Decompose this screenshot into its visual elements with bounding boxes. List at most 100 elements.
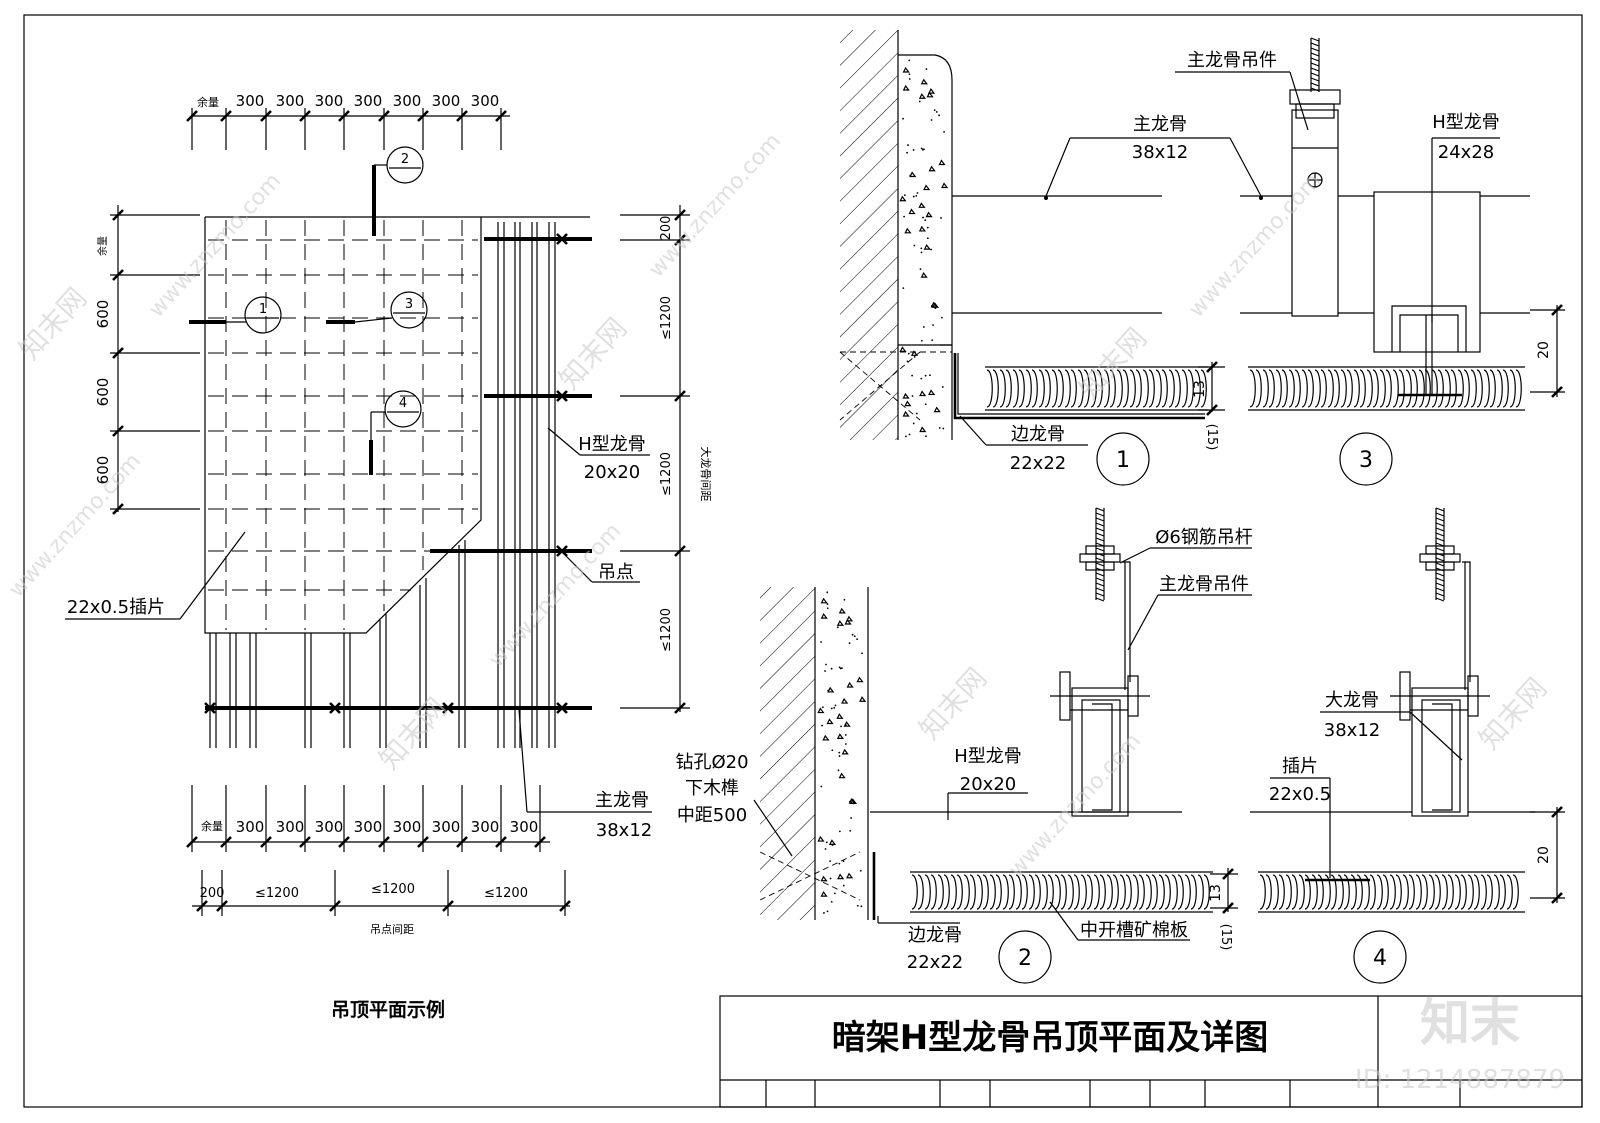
plan-left-dim-1: 600: [94, 300, 112, 329]
plan-insert-piece: 22x0.5插片: [67, 597, 165, 618]
detail-2-number: 2: [1018, 946, 1032, 971]
plan-right-dim-0: 200: [659, 216, 674, 241]
detail-2-dim-15: (15): [1218, 924, 1233, 951]
watermark-site-cn-6: 知末网: [1473, 671, 1554, 756]
plan-left-dim-3: 600: [94, 456, 112, 485]
plan-bottom-dim-0: 余量: [201, 819, 223, 833]
watermark-logo: 知末: [1420, 994, 1520, 1052]
plan-tile-field: [204, 216, 590, 634]
detail-3: 主龙骨吊件 H型龙骨 24x28 20 3: [1175, 37, 1565, 486]
plan-top-dim-5: 300: [393, 92, 422, 110]
detail-2-drill-2: 下木榫: [685, 778, 739, 799]
detail-1-edge-keel-size: 22x22: [1010, 453, 1066, 474]
detail-3-board: [1248, 366, 1525, 411]
detail-2-threaded-rod: [1079, 507, 1121, 602]
plan-bottom-dim-8: 300: [510, 818, 539, 836]
plan-bottom-dim-3: 300: [315, 818, 344, 836]
watermark-site-1: www.znzmo.com: [144, 169, 286, 323]
plan-bottom-caption: 吊点间距: [370, 923, 414, 936]
detail-4: 大龙骨 38x12 插片 22x0.5 20 4: [1250, 507, 1565, 984]
plan-h-keel-size: 20x20: [584, 462, 640, 483]
detail-4-number: 4: [1373, 946, 1387, 971]
plan-left-dim-2: 600: [94, 378, 112, 407]
svg-text:2: 2: [401, 152, 409, 167]
plan-top-dim-6: 300: [432, 92, 461, 110]
detail-4-threaded-rod: [1419, 507, 1461, 602]
plan-bottom-dim-7: 300: [471, 818, 500, 836]
plan-right-dimensions: 200 ≤1200 ≤1200 ≤1200 大龙骨间距: [620, 205, 713, 714]
plan-left-dim-0: 余量: [96, 236, 109, 256]
detail-2-h-keel-size: 20x20: [960, 774, 1016, 795]
plan-top-dim-0: 余量: [197, 95, 219, 109]
detail-4-big-keel-size: 38x12: [1324, 720, 1380, 741]
plan-bottom-dim-2: 300: [276, 818, 305, 836]
plan-callout-2: 2: [372, 146, 424, 236]
watermark-site-5: www.znzmo.com: [1004, 729, 1146, 883]
detail-2: Ø6钢筋吊杆 主龙骨吊件 H型龙骨 20x20 钻孔Ø20 下木榫 中距500 …: [675, 507, 1253, 984]
plan-bottom-dim-1: 300: [236, 818, 265, 836]
detail-2-board: [910, 871, 1213, 913]
detail-3-threaded-rod: [1310, 37, 1320, 92]
detail-4-board: [1258, 871, 1525, 913]
plan-top-dim-3: 300: [315, 92, 344, 110]
detail-2-edge-keel-size: 22x22: [907, 952, 963, 973]
plan-caption: 吊顶平面示例: [331, 998, 445, 1021]
detail-1-dim-15: (15): [1204, 424, 1219, 451]
plan-labels: H型龙骨 20x20 吊点 22x0.5插片 主龙骨 38x12: [65, 427, 652, 841]
detail-2-h-keel-name: H型龙骨: [954, 746, 1022, 767]
plan-bottom-dim-5: 300: [393, 818, 422, 836]
plan-bottom-dim-6: 300: [432, 818, 461, 836]
detail-2-wall-hatch: [760, 587, 815, 920]
detail-1-main-keel-size: 38x12: [1132, 142, 1188, 163]
watermark-id: ID: 1214887879: [1355, 1065, 1565, 1095]
detail-4-big-keel-name: 大龙骨: [1325, 690, 1379, 711]
plan-callout-1: 1: [189, 296, 282, 334]
detail-2-dim-13: 13: [1208, 884, 1224, 902]
detail-4-insert-name: 插片: [1282, 756, 1318, 777]
main-title: 暗架H型龙骨吊顶平面及详图: [832, 1018, 1268, 1058]
watermark-site-cn-5: 知末网: [913, 661, 994, 746]
detail-1-wall-hatch: [840, 30, 898, 440]
watermark-site-cn-2: 知末网: [553, 311, 634, 396]
ceiling-plan: 余量 300 300 300 300 300 300 300 余量 600 60…: [65, 92, 713, 1021]
watermark-site-cn-4: 知末网: [373, 691, 454, 776]
detail-3-h-keel-size: 24x28: [1438, 142, 1494, 163]
detail-1: 主龙骨 38x12 边龙骨 22x22 13 (15) 1: [839, 30, 1263, 486]
plan-main-keel-size: 38x12: [596, 820, 652, 841]
svg-text:1: 1: [259, 302, 267, 317]
detail-2-board-label: 中开槽矿棉板: [1080, 920, 1188, 941]
svg-text:3: 3: [405, 297, 413, 312]
detail-2-drill-3: 中距500: [677, 805, 747, 826]
detail-3-dim-20: 20: [1536, 341, 1552, 359]
plan-h-keel-name: H型龙骨: [578, 434, 646, 455]
plan-left-dimensions: 余量 600 600 600: [94, 205, 200, 515]
plan-bottom-dimensions: 余量 300 300 300 300 300 300 300 300 200 ≤…: [186, 785, 571, 936]
plan-callout-4: 4: [369, 390, 422, 475]
plan-main-keel-name: 主龙骨: [595, 790, 649, 811]
detail-1-board: [985, 366, 1208, 411]
plan-spacing-0: 200: [200, 886, 225, 901]
plan-spacing-1: ≤1200: [255, 886, 299, 901]
watermark-site-6: www.znzmo.com: [4, 449, 146, 603]
detail-2-hanger-label: 主龙骨吊件: [1159, 574, 1249, 595]
detail-1-number: 1: [1116, 448, 1130, 473]
detail-3-number: 3: [1359, 448, 1373, 473]
svg-text:4: 4: [399, 396, 407, 411]
plan-spacing-2: ≤1200: [371, 882, 415, 897]
plan-top-dim-2: 300: [276, 92, 305, 110]
plan-right-dim-1: ≤1200: [659, 296, 674, 340]
watermark-site-cn-1: 知末网: [13, 281, 94, 366]
plan-callout-3: 3: [326, 291, 428, 329]
detail-4-insert-size: 22x0.5: [1269, 784, 1331, 805]
detail-3-h-keel-name: H型龙骨: [1432, 112, 1500, 133]
plan-top-dim-7: 300: [471, 92, 500, 110]
detail-1-main-keel-name: 主龙骨: [1133, 114, 1187, 135]
plan-right-caption: 大龙骨间距: [699, 447, 713, 502]
plan-right-dim-3: ≤1200: [659, 608, 674, 652]
detail-4-dim-20: 20: [1536, 846, 1552, 864]
plan-right-dim-2: ≤1200: [659, 452, 674, 496]
watermark-site-2: www.znzmo.com: [644, 129, 786, 283]
detail-3-hanger-label: 主龙骨吊件: [1187, 50, 1277, 71]
plan-keel-area: [204, 222, 592, 748]
